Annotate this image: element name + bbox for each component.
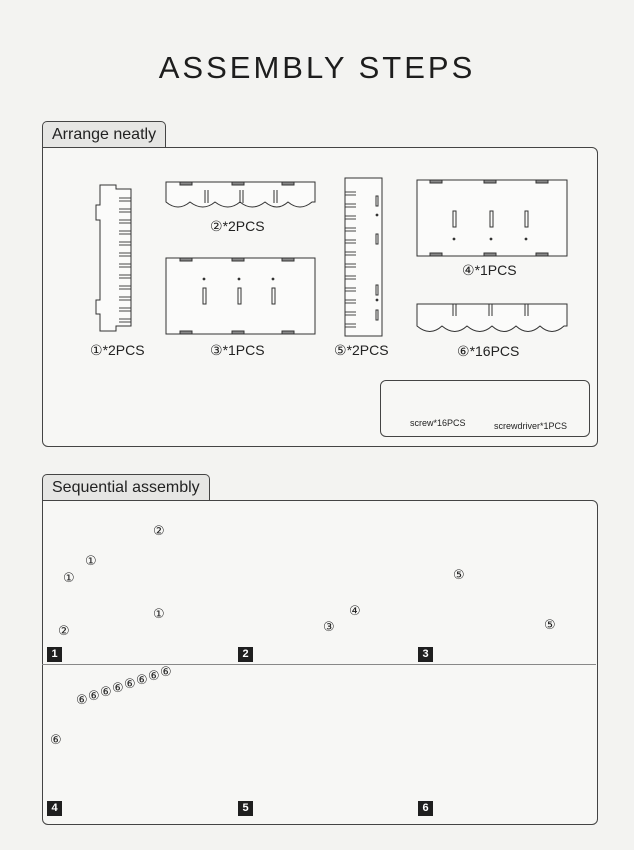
step-3-badge: 3 bbox=[418, 647, 433, 662]
step-4-callout: ⑥ bbox=[160, 664, 172, 679]
part-3-panel bbox=[165, 257, 316, 335]
step-4-callout: ⑥ bbox=[76, 692, 88, 707]
part-2-panel bbox=[165, 181, 316, 208]
page-title: ASSEMBLY STEPS bbox=[158, 50, 476, 85]
screwdriver-qty: *1PCS bbox=[540, 421, 568, 431]
step-2-callout: ④ bbox=[349, 603, 361, 618]
step-3-callout: ⑤ bbox=[544, 617, 556, 632]
step-4-callout: ⑥ bbox=[136, 672, 148, 687]
part-5-label: ⑤*2PCS bbox=[334, 342, 389, 359]
step-1-callout: ② bbox=[153, 523, 165, 538]
screw-name: screw bbox=[410, 418, 434, 428]
step-1-badge: 1 bbox=[47, 647, 62, 662]
step-6-badge: 6 bbox=[418, 801, 433, 816]
tools-box bbox=[380, 380, 590, 437]
step-3-callout: ⑤ bbox=[453, 567, 465, 582]
screwdriver-name: screwdriver bbox=[494, 421, 541, 431]
part-5-qty: *2PCS bbox=[346, 342, 389, 358]
step-1-callout: ① bbox=[153, 606, 165, 621]
sequential-panel bbox=[42, 500, 598, 825]
step-1-callout: ① bbox=[85, 553, 97, 568]
part-2-number: ② bbox=[210, 218, 223, 234]
section-tab-arrange: Arrange neatly bbox=[42, 121, 167, 148]
part-1-panel bbox=[95, 184, 132, 332]
part-6-qty: *16PCS bbox=[469, 343, 520, 359]
part-6-label: ⑥*16PCS bbox=[457, 343, 519, 360]
screw-label: screw*16PCS bbox=[410, 418, 466, 428]
step-4-callout: ⑥ bbox=[124, 676, 136, 691]
part-4-number: ④ bbox=[462, 262, 475, 278]
screwdriver-label: screwdriver*1PCS bbox=[494, 421, 567, 431]
step-4-badge: 4 bbox=[47, 801, 62, 816]
section-tab-sequential: Sequential assembly bbox=[42, 474, 210, 501]
part-4-label: ④*1PCS bbox=[462, 262, 517, 279]
part-6-panel bbox=[416, 303, 568, 332]
part-3-label: ③*1PCS bbox=[210, 342, 265, 359]
step-4-callout: ⑥ bbox=[88, 688, 100, 703]
part-4-qty: *1PCS bbox=[474, 262, 517, 278]
part-2-qty: *2PCS bbox=[222, 218, 265, 234]
step-1-callout: ① bbox=[63, 570, 75, 585]
part-3-number: ③ bbox=[210, 342, 223, 358]
step-2-badge: 2 bbox=[238, 647, 253, 662]
part-4-panel bbox=[416, 179, 568, 257]
steps-row-divider bbox=[42, 664, 596, 665]
part-2-label: ②*2PCS bbox=[210, 218, 265, 235]
step-4-callout: ⑥ bbox=[112, 680, 124, 695]
step-4-callout: ⑥ bbox=[100, 684, 112, 699]
part-3-qty: *1PCS bbox=[222, 342, 265, 358]
screw-qty: *16PCS bbox=[433, 418, 466, 428]
part-5-panel bbox=[344, 177, 383, 337]
part-1-qty: *2PCS bbox=[102, 342, 145, 358]
part-6-number: ⑥ bbox=[457, 343, 470, 359]
part-1-label: ①*2PCS bbox=[90, 342, 145, 359]
step-2-callout: ③ bbox=[323, 619, 335, 634]
part-1-number: ① bbox=[90, 342, 103, 358]
part-5-number: ⑤ bbox=[334, 342, 347, 358]
step-4-side-callout: ⑥ bbox=[50, 732, 62, 747]
section-sequential-label: Sequential assembly bbox=[52, 479, 200, 496]
section-arrange-label: Arrange neatly bbox=[52, 126, 157, 143]
step-5-badge: 5 bbox=[238, 801, 253, 816]
step-1-callout: ② bbox=[58, 623, 70, 638]
step-4-callout: ⑥ bbox=[148, 668, 160, 683]
